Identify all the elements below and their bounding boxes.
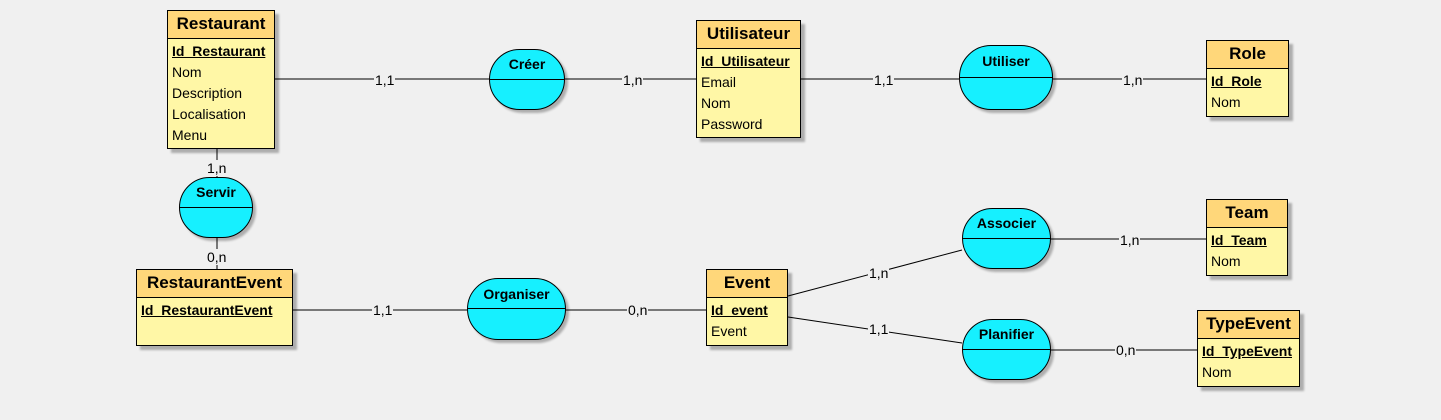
cardinality-utilisateur-utiliser: 1,1 (873, 72, 895, 88)
entity-key-attribute: Id_Restaurant (172, 43, 266, 59)
association-planifier[interactable]: Planifier (962, 319, 1051, 380)
entity-attribute: Nom (701, 95, 731, 111)
association-name: Associer (963, 209, 1050, 239)
cardinality-organiser-event: 0,n (627, 302, 649, 318)
association-name: Utiliser (960, 46, 1052, 78)
association-name: Organiser (468, 279, 565, 309)
entity-attribute: Nom (1211, 253, 1241, 269)
entity-title: RestaurantEvent (137, 270, 292, 298)
association-name: Planifier (963, 320, 1050, 350)
cardinality-creer-utilisateur: 1,n (622, 72, 644, 88)
entity-title: Restaurant (168, 11, 274, 39)
entity-attribute: Nom (1211, 94, 1241, 110)
entity-attributes: Id_RestaurantEvent (137, 298, 292, 321)
association-name: Créer (490, 50, 564, 80)
cardinality-restaurantevent-organiser: 1,1 (372, 302, 394, 318)
cardinality-event-associer: 1,n (868, 265, 890, 281)
entity-key-attribute: Id_TypeEvent (1202, 343, 1292, 359)
association-name: Servir (180, 178, 252, 208)
entity-key-attribute: Id_RestaurantEvent (141, 302, 273, 318)
entity-title: Role (1207, 41, 1288, 69)
entity-title: TypeEvent (1198, 311, 1299, 339)
entity-attribute: Localisation (172, 106, 246, 122)
entity-attribute: Event (711, 323, 747, 339)
entity-title: Team (1207, 200, 1287, 228)
cardinality-restaurant-servir: 1,n (206, 160, 228, 176)
entity-attribute: Description (172, 85, 243, 101)
cardinality-restaurant-creer: 1,1 (374, 72, 396, 88)
cardinality-servir-restaurantevent: 0,n (206, 249, 228, 265)
entity-key-attribute: Id_Role (1211, 73, 1262, 89)
cardinality-event-planifier: 1,1 (868, 321, 890, 337)
association-servir[interactable]: Servir (179, 177, 253, 238)
entity-key-attribute: Id_event (711, 302, 768, 318)
entity-key-attribute: Id_Team (1211, 232, 1267, 248)
entity-key-attribute: Id_Utilisateur (701, 53, 790, 69)
entity-attribute: Menu (172, 127, 208, 143)
association-organiser[interactable]: Organiser (467, 278, 566, 340)
association-associer[interactable]: Associer (962, 208, 1051, 269)
entity-attribute: Email (701, 74, 737, 90)
entity-attribute: Password (701, 116, 763, 132)
entity-attribute: Nom (172, 64, 202, 80)
entity-attribute: Nom (1202, 364, 1232, 380)
association-creer[interactable]: Créer (489, 49, 565, 110)
cardinality-planifier-typeevent: 0,n (1115, 342, 1137, 358)
cardinality-utiliser-role: 1,n (1122, 72, 1144, 88)
association-utiliser[interactable]: Utiliser (959, 45, 1053, 110)
entity-title: Utilisateur (697, 21, 800, 49)
cardinality-associer-team: 1,n (1119, 232, 1141, 248)
entity-title: Event (707, 270, 787, 298)
